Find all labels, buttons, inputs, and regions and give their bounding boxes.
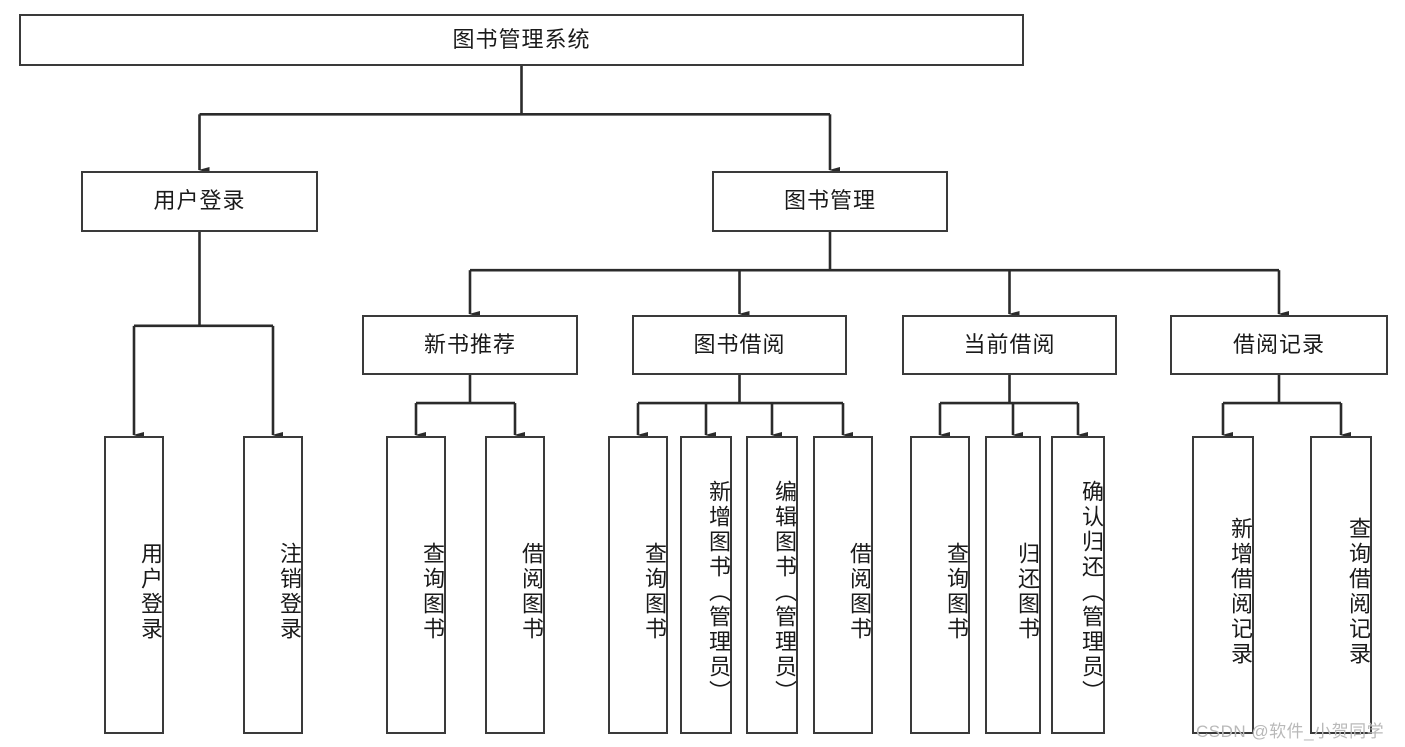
leaf-query-borrow-record-label: 查询借阅记录: [1346, 517, 1371, 667]
leaf-add-book-label: 新增图书（管理员）: [706, 479, 731, 705]
csdn-watermark: CSDN @软件_小贺同学: [1196, 722, 1385, 741]
leaf-query-borrow-record[interactable]: 查询借阅记录: [1310, 436, 1372, 734]
leaf-return-book[interactable]: 归还图书: [985, 436, 1041, 734]
leaf-borrow-book-2[interactable]: 借阅图书: [813, 436, 873, 734]
node-book-borrow[interactable]: 图书借阅: [632, 315, 847, 375]
leaf-logout[interactable]: 注销登录: [243, 436, 303, 734]
node-new-book-recommend[interactable]: 新书推荐: [362, 315, 578, 375]
leaf-add-borrow-record[interactable]: 新增借阅记录: [1192, 436, 1254, 734]
leaf-query-book-2-label: 查询图书: [642, 542, 667, 642]
leaf-borrow-book-2-label: 借阅图书: [847, 542, 872, 642]
node-book-borrow-label: 图书借阅: [693, 331, 786, 357]
leaf-confirm-return-label: 确认归还（管理员）: [1079, 479, 1104, 705]
node-root[interactable]: 图书管理系统: [19, 14, 1024, 66]
node-current-borrow[interactable]: 当前借阅: [902, 315, 1117, 375]
leaf-borrow-book-1-label: 借阅图书: [519, 542, 544, 642]
node-borrow-record[interactable]: 借阅记录: [1170, 315, 1388, 375]
leaf-borrow-book-1[interactable]: 借阅图书: [485, 436, 545, 734]
leaf-query-book-3-label: 查询图书: [944, 542, 969, 642]
node-current-borrow-label: 当前借阅: [963, 331, 1056, 357]
leaf-query-book-1[interactable]: 查询图书: [386, 436, 446, 734]
leaf-query-book-2[interactable]: 查询图书: [608, 436, 668, 734]
leaf-query-book-3[interactable]: 查询图书: [910, 436, 970, 734]
leaf-return-book-label: 归还图书: [1015, 542, 1040, 642]
leaf-add-borrow-record-label: 新增借阅记录: [1228, 517, 1253, 667]
node-user-login-label: 用户登录: [153, 188, 246, 214]
node-user-login[interactable]: 用户登录: [81, 171, 318, 232]
node-book-manage[interactable]: 图书管理: [712, 171, 948, 232]
leaf-user-login[interactable]: 用户登录: [104, 436, 164, 734]
node-book-manage-label: 图书管理: [783, 188, 876, 214]
node-new-book-recommend-label: 新书推荐: [423, 331, 516, 357]
leaf-edit-book-label: 编辑图书（管理员）: [772, 479, 797, 705]
node-root-label: 图书管理系统: [452, 26, 591, 52]
node-borrow-record-label: 借阅记录: [1232, 331, 1325, 357]
leaf-query-book-1-label: 查询图书: [420, 542, 445, 642]
leaf-logout-label: 注销登录: [277, 542, 302, 642]
leaf-user-login-label: 用户登录: [138, 542, 163, 642]
leaf-add-book[interactable]: 新增图书（管理员）: [680, 436, 732, 734]
leaf-edit-book[interactable]: 编辑图书（管理员）: [746, 436, 798, 734]
leaf-confirm-return[interactable]: 确认归还（管理员）: [1051, 436, 1105, 734]
